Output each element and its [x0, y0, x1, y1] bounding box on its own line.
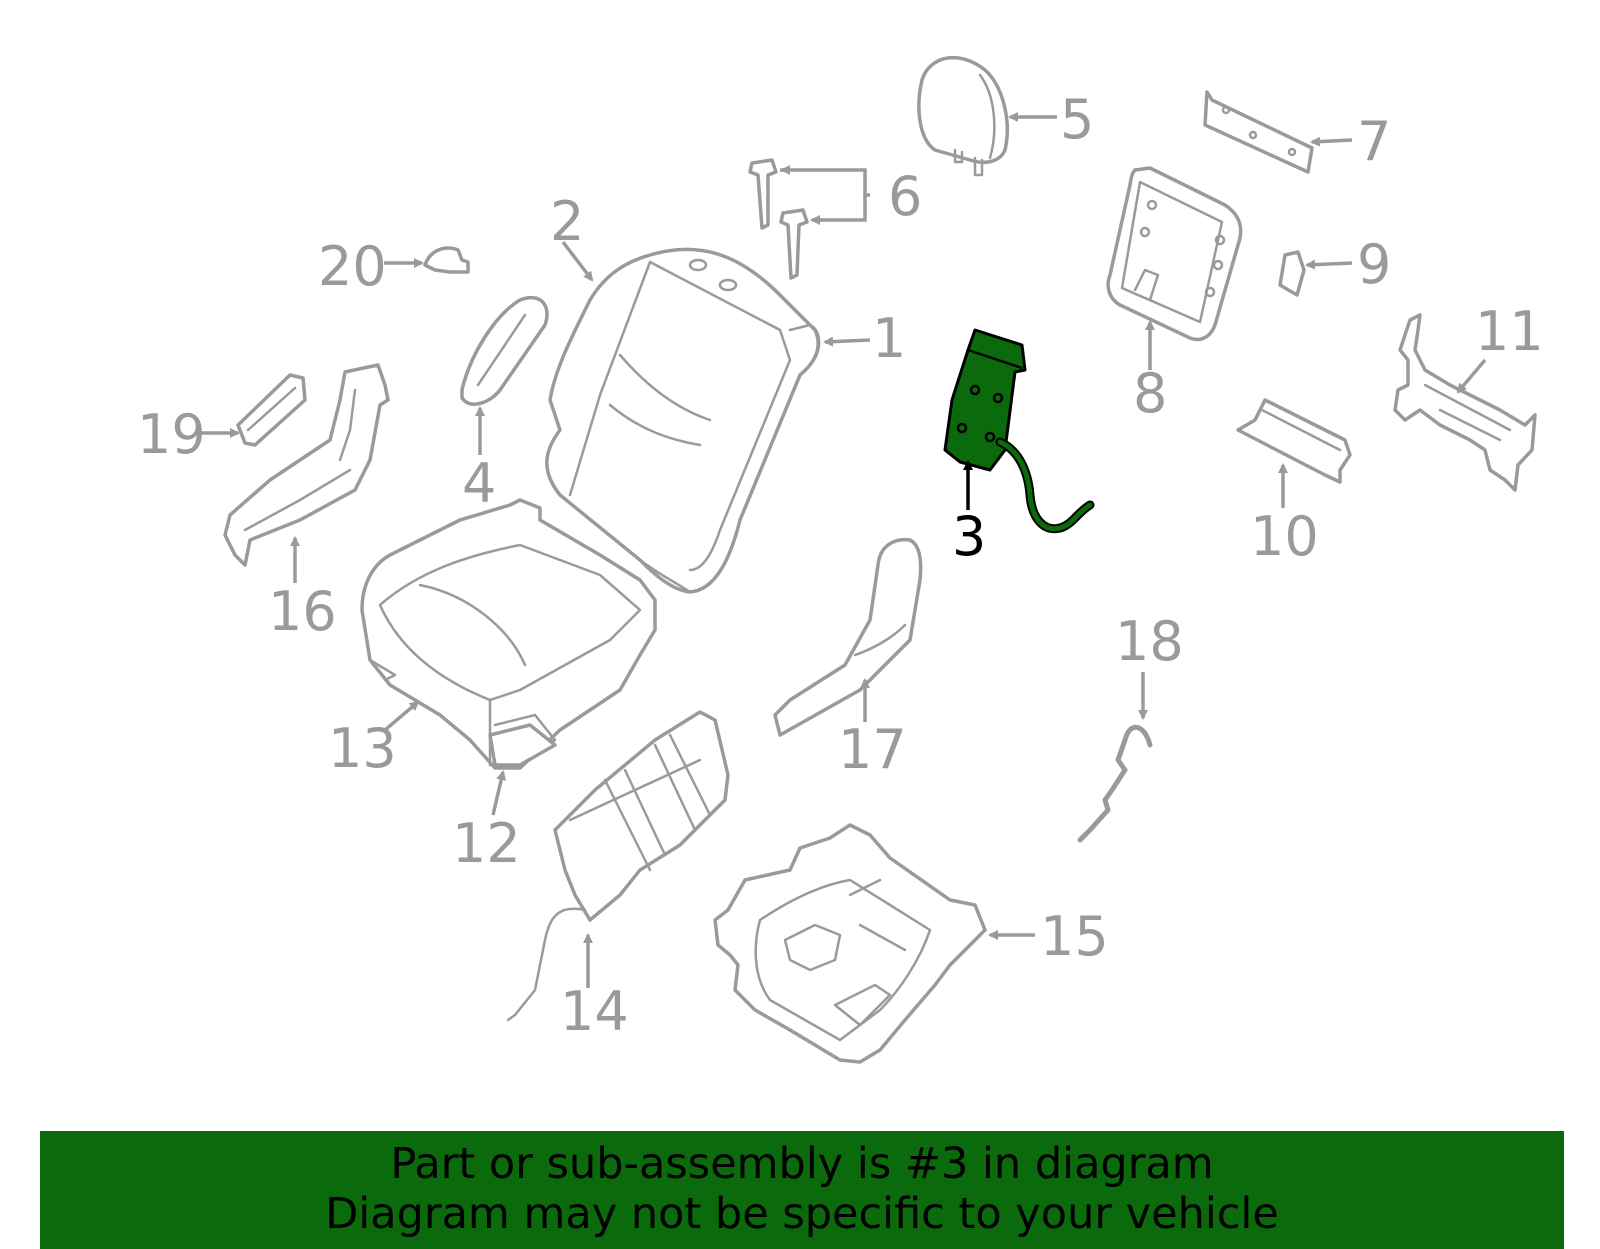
part-8-back-panel — [1106, 166, 1243, 342]
callout-4: 4 — [462, 452, 496, 515]
info-banner: Part or sub-assembly is #3 in diagram Di… — [40, 1131, 1564, 1249]
part-19-cover — [236, 373, 307, 447]
part-7-bracket-strip — [1203, 90, 1314, 174]
banner-line-1: Part or sub-assembly is #3 in diagram — [390, 1139, 1214, 1189]
callout-10: 10 — [1250, 505, 1319, 568]
callout-8: 8 — [1133, 362, 1167, 425]
callout-14: 14 — [560, 980, 629, 1043]
callout-12: 12 — [452, 812, 521, 875]
callout-9: 9 — [1357, 233, 1391, 296]
callout-5: 5 — [1060, 88, 1094, 151]
part-3-highlighted-module — [943, 328, 1095, 534]
part-13-seat-cushion — [360, 498, 657, 770]
callout-19: 19 — [137, 403, 206, 466]
part-6-headrest-guides — [748, 158, 809, 280]
part-4-armrest — [460, 295, 549, 406]
callout-18: 18 — [1115, 610, 1184, 673]
part-17-side-shield — [773, 537, 923, 737]
part-18-cable — [1077, 725, 1153, 843]
part-1-trim — [788, 323, 821, 360]
callout-11: 11 — [1475, 300, 1544, 363]
callout-15: 15 — [1040, 905, 1109, 968]
callout-20: 20 — [318, 235, 387, 298]
callout-numbers: 1 2 3 4 5 6 7 8 9 10 11 12 13 14 15 16 1… — [137, 88, 1544, 1043]
part-12-frame-cover — [488, 723, 557, 767]
banner-line-2: Diagram may not be specific to your vehi… — [325, 1189, 1279, 1239]
part-10-bracket — [1236, 398, 1352, 484]
leader-lines — [195, 112, 1487, 988]
callout-1: 1 — [872, 307, 906, 370]
part-15-seat-base — [713, 823, 987, 1064]
callout-3: 3 — [952, 505, 986, 568]
callout-17: 17 — [838, 718, 907, 781]
part-16-side-trim — [223, 363, 390, 567]
callout-6: 6 — [888, 165, 922, 228]
part-20-clip — [423, 246, 470, 274]
callout-13: 13 — [328, 717, 397, 780]
callout-16: 16 — [268, 580, 337, 643]
part-5-headrest — [917, 55, 1009, 177]
callout-2: 2 — [550, 190, 584, 253]
part-14-seat-mat — [506, 710, 730, 1022]
part-2-seat-back — [545, 247, 820, 594]
callout-7: 7 — [1357, 110, 1391, 173]
part-9-clip — [1278, 250, 1306, 297]
part-11-frame-bracket — [1393, 313, 1537, 492]
